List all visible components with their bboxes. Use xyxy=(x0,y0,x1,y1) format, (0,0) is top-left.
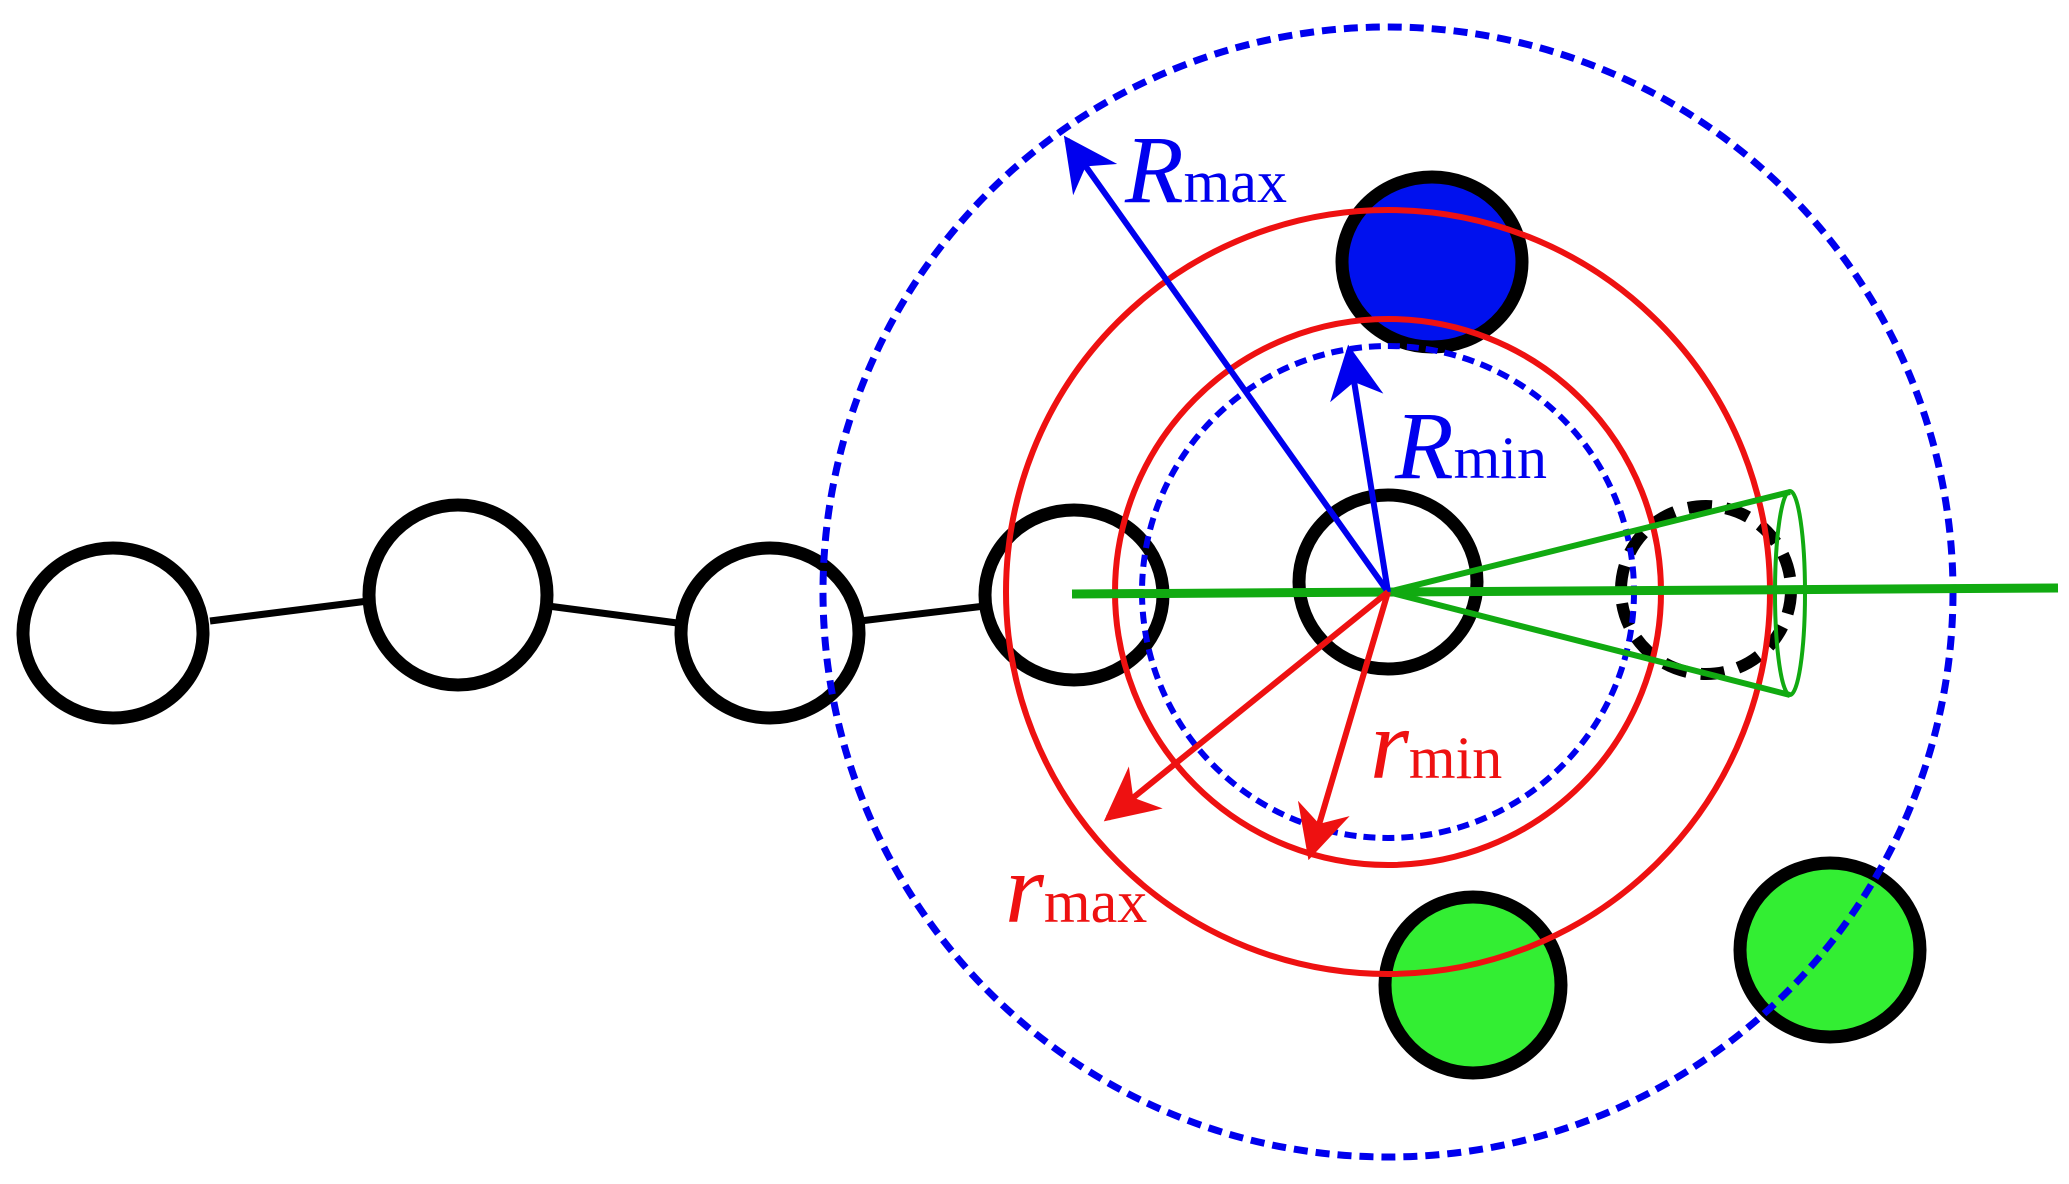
chain-bond xyxy=(859,602,986,625)
chain-bead xyxy=(362,498,554,692)
r-max-arrow xyxy=(1103,589,1390,822)
r-max-label-sub: max xyxy=(1044,869,1147,935)
R-max-arrow xyxy=(1063,135,1391,594)
chain-bead xyxy=(674,541,866,725)
R-min-arrow xyxy=(1330,344,1391,593)
chain-bonds xyxy=(209,597,986,628)
r-min-label: rmin xyxy=(1370,689,1502,800)
r-min-label-sub: min xyxy=(1409,725,1502,791)
r-min-label-main: r xyxy=(1370,689,1410,800)
r-min-arrow xyxy=(1297,591,1391,861)
chain-bead xyxy=(16,541,210,725)
cone-edge-upper xyxy=(1387,489,1791,595)
R-max-label-sub: max xyxy=(1184,149,1287,215)
chain-bond xyxy=(547,602,686,628)
cone-edge-lower xyxy=(1387,589,1791,698)
R-max-label-main: R xyxy=(1124,116,1184,223)
r-max-label-main: r xyxy=(1005,833,1045,944)
R-max-label: Rmax xyxy=(1124,116,1287,223)
bond-axis xyxy=(1071,583,2059,599)
cone-base xyxy=(1773,489,1807,697)
chain-bond xyxy=(209,597,369,625)
direction-cone xyxy=(1071,489,2059,698)
R-min-label-sub: min xyxy=(1454,425,1547,491)
neighbour-bead-green xyxy=(1378,890,1568,1080)
R-min-label: Rmin xyxy=(1394,392,1547,499)
R-min-label-main: R xyxy=(1394,392,1454,499)
r-max-label: rmax xyxy=(1005,833,1147,944)
chain-beads xyxy=(16,488,1484,725)
